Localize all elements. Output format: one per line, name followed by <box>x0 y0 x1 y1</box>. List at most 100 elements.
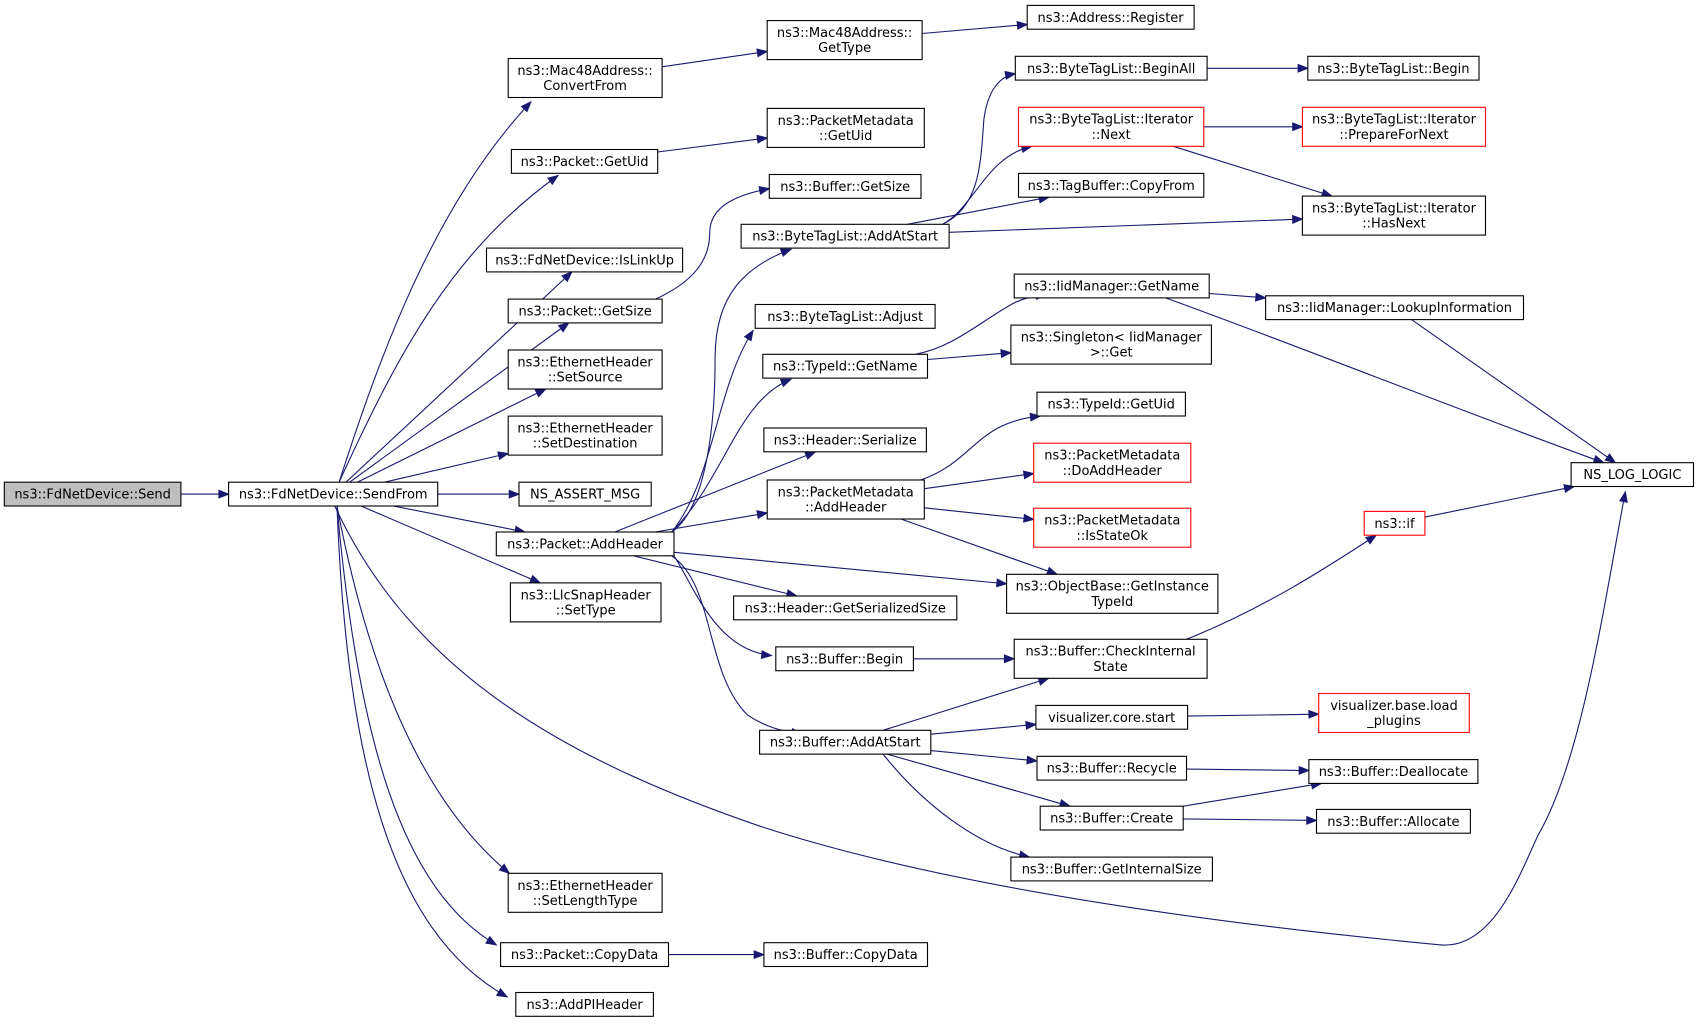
node-btl_addatstart[interactable]: ns3::ByteTagList::AddAtStart <box>740 223 950 249</box>
node-fd_send[interactable]: ns3::FdNetDevice::Send <box>3 481 182 507</box>
node-label: ns3::LlcSnapHeader <box>521 588 652 603</box>
node-vis_core_start[interactable]: visualizer.core.start <box>1035 704 1189 730</box>
node-label: ns3::Singleton< IidManager <box>1021 331 1203 346</box>
node-pm_addheader[interactable]: ns3::PacketMetadata::AddHeader <box>766 479 925 520</box>
node-box <box>768 173 922 199</box>
edge-btl_beginall-to-btl_begin <box>1207 63 1310 73</box>
node-eth_setdest[interactable]: ns3::EthernetHeader::SetDestination <box>507 415 663 456</box>
edge-arrowhead <box>779 248 793 258</box>
edge-line <box>924 474 1026 490</box>
node-buffer_begin[interactable]: ns3::Buffer::Begin <box>775 646 914 672</box>
node-label: ns3::Buffer::GetInternalSize <box>1022 863 1202 878</box>
node-box <box>763 942 929 968</box>
edge-arrowhead <box>1026 755 1039 765</box>
edge-line <box>1209 292 1257 298</box>
edge-line <box>384 454 500 483</box>
edge-arrowhead <box>1029 412 1042 422</box>
node-pm_doaddheader[interactable]: ns3::PacketMetadata::DoAddHeader <box>1033 442 1192 483</box>
node-label: ns3::EthernetHeader <box>517 355 653 370</box>
node-btl_beginall[interactable]: ns3::ByteTagList::BeginAll <box>1014 55 1208 81</box>
edge-arrowhead <box>753 950 766 960</box>
node-label: ns3::ByteTagList::Iterator <box>1029 113 1194 128</box>
node-iid_lookupinfo[interactable]: ns3::IidManager::LookupInformation <box>1265 295 1525 321</box>
node-buffer_getinternalsize[interactable]: ns3::Buffer::GetInternalSize <box>1010 856 1213 882</box>
node-btl_begin[interactable]: ns3::ByteTagList::Begin <box>1307 55 1480 81</box>
node-header_serialize[interactable]: ns3::Header::Serialize <box>763 427 927 453</box>
node-address_register[interactable]: ns3::Address::Register <box>1026 4 1195 30</box>
node-buffer_deallocate[interactable]: ns3::Buffer::Deallocate <box>1308 759 1479 784</box>
node-ns_assert[interactable]: NS_ASSERT_MSG <box>518 481 652 507</box>
node-label: ns3::PacketMetadata <box>778 114 914 129</box>
node-label: ns3::Mac48Address:: <box>517 64 652 79</box>
edge-arrowhead <box>547 174 560 186</box>
edge-packet_addheader-to-buffer_begin <box>673 555 773 660</box>
edge-line <box>922 24 1019 35</box>
node-btl_iter_next[interactable]: ns3::ByteTagList::Iterator::Next <box>1017 106 1205 147</box>
node-packet_getuid[interactable]: ns3::Packet::GetUid <box>510 148 659 174</box>
node-buffer_addatstart[interactable]: ns3::Buffer::AddAtStart <box>759 729 932 755</box>
node-mac48_convert[interactable]: ns3::Mac48Address::ConvertFrom <box>507 57 663 99</box>
node-box <box>509 582 662 623</box>
node-label: ::AddHeader <box>805 501 887 516</box>
node-label: ::Next <box>1092 128 1131 143</box>
node-buffer_create[interactable]: ns3::Buffer::Create <box>1039 805 1184 831</box>
edge-arrowhead <box>758 186 771 195</box>
node-ns_log_logic[interactable]: NS_LOG_LOGIC <box>1570 462 1695 488</box>
node-box <box>1036 391 1186 417</box>
node-fd_sendfrom[interactable]: ns3::FdNetDevice::SendFrom <box>228 481 439 507</box>
edge-line <box>1173 145 1324 195</box>
node-btl_iter_hasnext[interactable]: ns3::ByteTagList::Iterator::HasNext <box>1301 195 1487 236</box>
node-iid_getname[interactable]: ns3::IidManager::GetName <box>1013 273 1210 299</box>
edge-arrowhead <box>557 322 570 333</box>
node-header_getsersize[interactable]: ns3::Header::GetSerializedSize <box>733 595 958 621</box>
node-typeid_getname[interactable]: ns3::TypeId::GetName <box>762 353 929 379</box>
edge-line <box>907 198 1041 225</box>
node-label: NS_ASSERT_MSG <box>530 488 640 503</box>
node-box <box>1036 755 1188 781</box>
node-label: ::SetType <box>556 604 616 619</box>
edge-line <box>338 101 532 483</box>
node-buffer_copydata[interactable]: ns3::Buffer::CopyData <box>763 942 929 968</box>
edge-line <box>1186 534 1377 640</box>
node-fd_islinkup[interactable]: ns3::FdNetDevice::IsLinkUp <box>485 247 684 273</box>
node-label: ::HasNext <box>1362 217 1426 232</box>
edge-arrowhead <box>485 935 498 946</box>
node-label: ns3::PacketMetadata <box>778 485 914 500</box>
node-singleton_get[interactable]: ns3::Singleton< IidManager >::Get <box>1010 324 1212 365</box>
node-label: ::PrepareForNext <box>1339 128 1448 143</box>
edge-line <box>614 454 808 533</box>
edge-fd_sendfrom-to-addpiheader <box>336 505 509 998</box>
node-buffer_getsize[interactable]: ns3::Buffer::GetSize <box>768 173 922 199</box>
node-typeid_getuid[interactable]: ns3::TypeId::GetUid <box>1036 391 1186 417</box>
edge-vis_core_start-to-vis_load_plugins <box>1187 709 1321 719</box>
node-ns3_if[interactable]: ns3::if <box>1363 510 1426 536</box>
node-tagbuffer_copyfrom[interactable]: ns3::TagBuffer::CopyFrom <box>1017 172 1205 198</box>
node-label: ::SetSource <box>548 371 623 386</box>
node-addpiheader[interactable]: ns3::AddPIHeader <box>515 991 654 1017</box>
node-packet_getsize[interactable]: ns3::Packet::GetSize <box>507 298 663 324</box>
node-label: ns3::Packet::AddHeader <box>507 537 663 552</box>
node-buffer_allocate[interactable]: ns3::Buffer::Allocate <box>1315 808 1471 834</box>
node-box <box>1315 808 1471 834</box>
edge-line <box>882 680 1041 731</box>
node-mac48_gettype[interactable]: ns3::Mac48Address::GetType <box>766 20 923 61</box>
node-vis_load_plugins[interactable]: visualizer.base.load_plugins <box>1318 692 1470 734</box>
node-box <box>1318 692 1470 734</box>
node-pm_isstateok[interactable]: ns3::PacketMetadata::IsStateOk <box>1033 507 1192 548</box>
node-btl_iter_prepare[interactable]: ns3::ByteTagList::Iterator::PrepareForNe… <box>1301 106 1487 147</box>
node-eth_setsource[interactable]: ns3::EthernetHeader::SetSource <box>507 349 663 390</box>
node-box <box>1006 573 1219 614</box>
node-pm_getuid[interactable]: ns3::PacketMetadata::GetUid <box>766 107 925 148</box>
node-btl_adjust[interactable]: ns3::ByteTagList::Adjust <box>754 303 936 329</box>
node-label: ns3::AddPIHeader <box>526 998 643 1013</box>
node-eth_setlen[interactable]: ns3::EthernetHeader::SetLengthType <box>507 872 663 913</box>
node-packet_copydata[interactable]: ns3::Packet::CopyData <box>500 942 670 968</box>
node-packet_addheader[interactable]: ns3::Packet::AddHeader <box>495 531 675 557</box>
edge-arrowhead <box>1365 534 1378 545</box>
edge-packet_addheader-to-btl_adjust <box>671 329 754 533</box>
node-buffer_recycle[interactable]: ns3::Buffer::Recycle <box>1036 755 1188 781</box>
node-llc_settype[interactable]: ns3::LlcSnapHeader::SetType <box>509 582 662 623</box>
